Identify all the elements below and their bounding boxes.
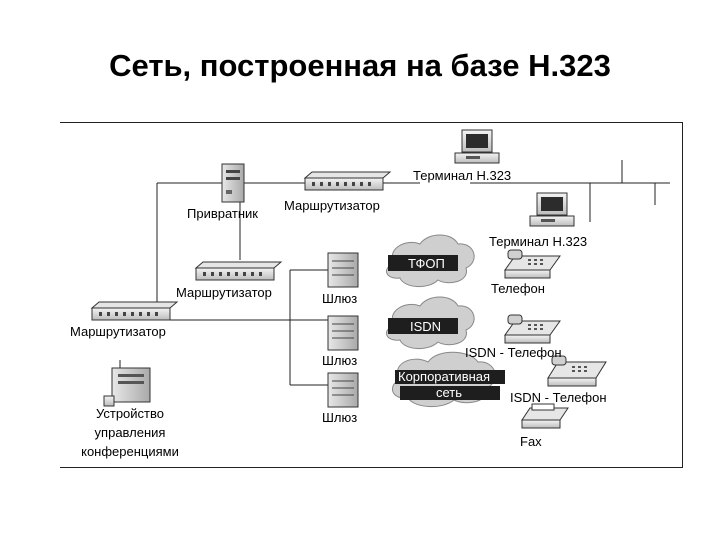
- gateway-label-1: Шлюз: [322, 291, 358, 306]
- gatekeeper-server-icon: [221, 163, 245, 203]
- mcu-label-line3: конференциями: [81, 444, 179, 459]
- phone-icon: [504, 249, 561, 279]
- isdn-phone-icon-2: [547, 355, 607, 387]
- mcu-label-line1: Устройство: [95, 406, 164, 421]
- terminal-icon-1: [454, 129, 500, 164]
- gateway-icon-2: [327, 315, 359, 351]
- router-icon-left: [90, 301, 179, 321]
- gateway-icon-1: [327, 252, 359, 288]
- gatekeeper-label: Привратник: [187, 206, 258, 221]
- corporate-network-cloud: [392, 351, 505, 407]
- mcu-label-line2: управления: [94, 425, 166, 440]
- isdn-cloud: [386, 296, 475, 349]
- terminal-label-2: Терминал H.323: [489, 234, 588, 249]
- isdn-phone-icon-1: [504, 314, 561, 344]
- phone-label: Телефон: [491, 281, 545, 296]
- router-label-left: Маршрутизатор: [70, 324, 166, 339]
- gateway-label-3: Шлюз: [322, 410, 358, 425]
- gateway-icon-3: [327, 372, 359, 408]
- terminal-label-1: Терминал H.323: [413, 168, 512, 183]
- router-label-mid: Маршрутизатор: [176, 285, 272, 300]
- terminal-icon-2: [529, 192, 575, 227]
- pstn-label: ТФОП: [408, 256, 445, 271]
- mcu-server-icon: [103, 367, 151, 407]
- isdn-phone-label-1: ISDN - Телефон: [465, 345, 562, 360]
- router-label-top: Маршрутизатор: [284, 198, 380, 213]
- router-icon-top: [303, 171, 392, 191]
- fax-label: Fax: [520, 434, 542, 449]
- pstn-cloud: [386, 234, 475, 287]
- corporate-network-label-line2: сеть: [436, 385, 463, 400]
- isdn-phone-label-2: ISDN - Телефон: [510, 390, 607, 405]
- router-icon-mid: [194, 261, 283, 281]
- corporate-network-label-line1: Корпоративная: [398, 369, 491, 384]
- page-title: Сеть, построенная на базе H.323: [109, 48, 611, 83]
- gateway-label-2: Шлюз: [322, 353, 358, 368]
- isdn-label: ISDN: [410, 319, 442, 334]
- fax-icon: [521, 403, 569, 429]
- diagram-frame: [60, 122, 683, 468]
